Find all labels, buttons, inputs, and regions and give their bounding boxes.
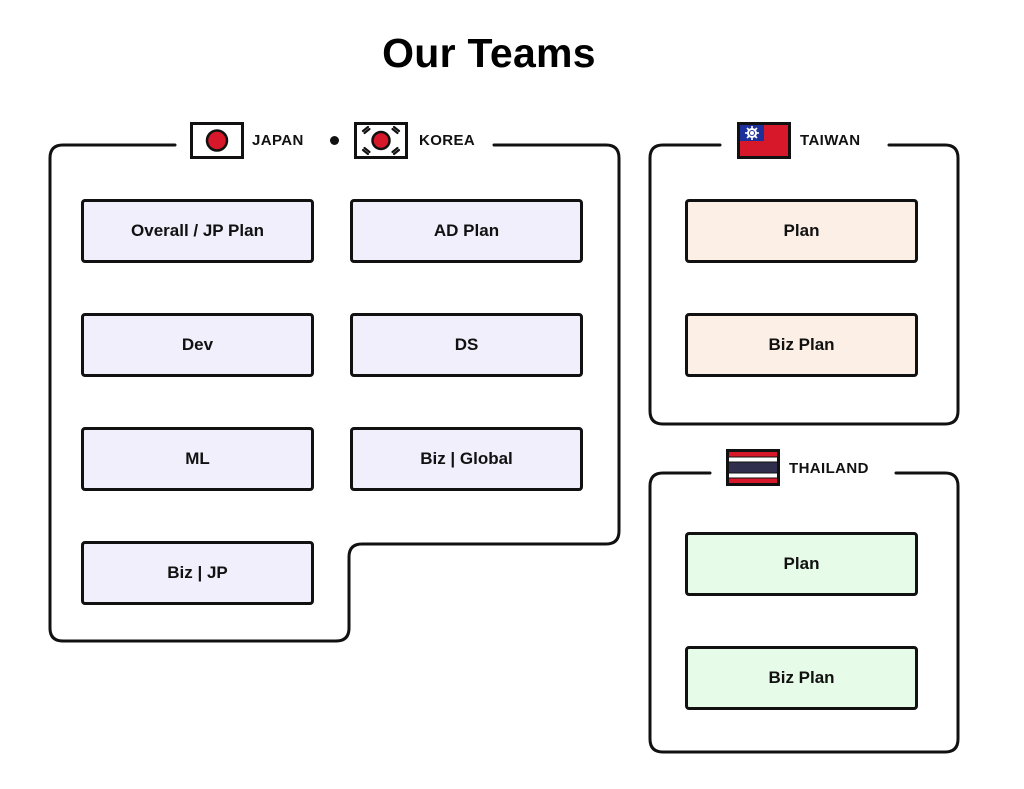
team-box-taiwan-biz-plan: Biz Plan: [685, 313, 918, 377]
team-box-thailand-plan: Plan: [685, 532, 918, 596]
team-box-biz-global: Biz | Global: [350, 427, 583, 491]
taiwan-frame: [648, 143, 960, 426]
thailand-label: THAILAND: [789, 460, 869, 477]
japan-flag-icon: [190, 122, 244, 159]
korea-flag-icon: [354, 122, 408, 159]
taiwan-flag-icon: [737, 122, 791, 159]
thailand-flag-icon: [726, 449, 780, 486]
team-box-thailand-biz-plan: Biz Plan: [685, 646, 918, 710]
thailand-frame: [648, 471, 960, 754]
separator-dot: [330, 136, 339, 145]
team-box-ad-plan: AD Plan: [350, 199, 583, 263]
japan-label: JAPAN: [252, 132, 304, 149]
japan-korea-frame: [48, 143, 621, 643]
korea-label: KOREA: [419, 132, 476, 149]
team-box-biz-jp: Biz | JP: [81, 541, 314, 605]
team-box-dev: Dev: [81, 313, 314, 377]
page-title: Our Teams: [382, 30, 596, 76]
team-box-taiwan-plan: Plan: [685, 199, 918, 263]
team-box-overall-jp-plan: Overall / JP Plan: [81, 199, 314, 263]
taiwan-label: TAIWAN: [800, 132, 861, 149]
team-box-ml: ML: [81, 427, 314, 491]
team-box-ds: DS: [350, 313, 583, 377]
